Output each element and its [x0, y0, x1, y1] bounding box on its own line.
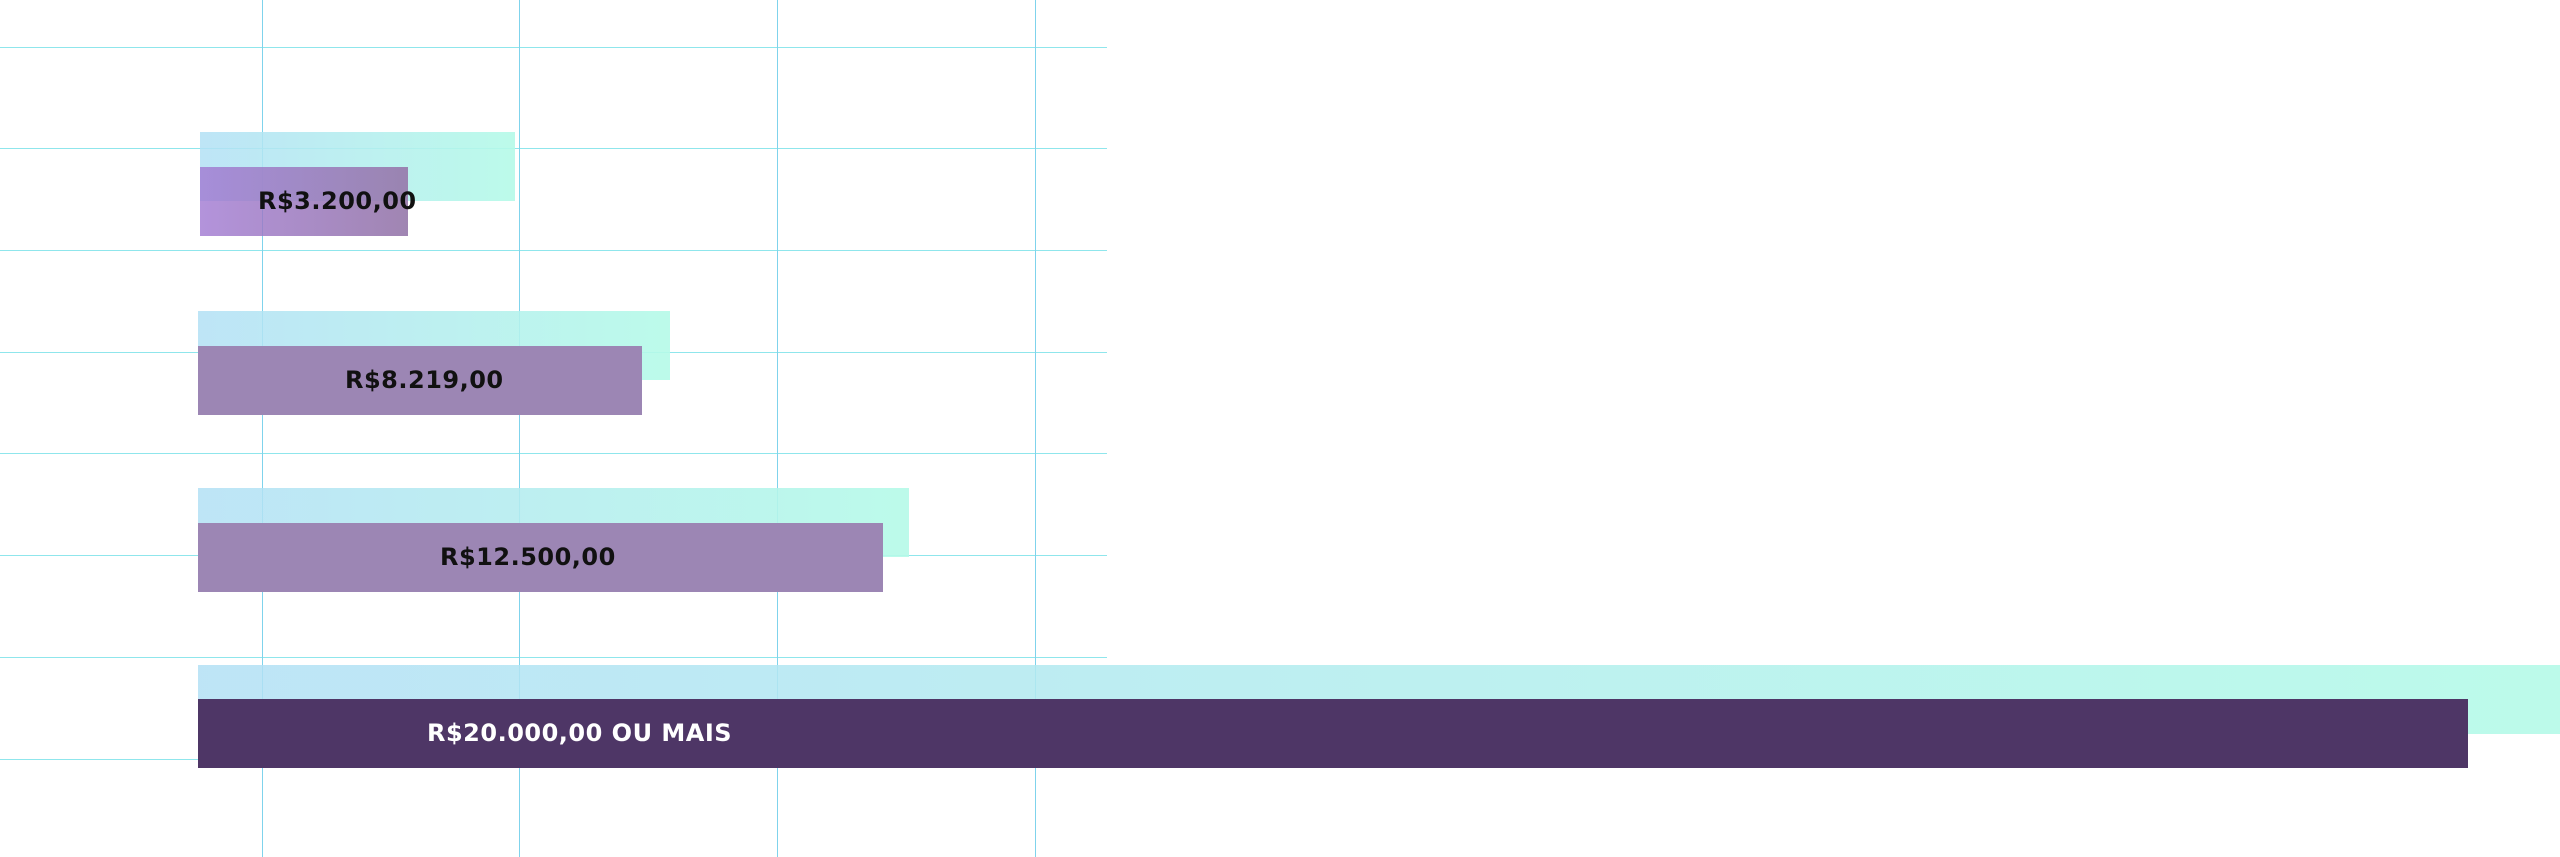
bar-label: R$3.200,00 — [258, 187, 417, 215]
gridline — [0, 250, 1107, 251]
gridline — [0, 47, 1107, 48]
bar-label: R$8.219,00 — [345, 366, 504, 394]
bar-label: R$20.000,00 OU MAIS — [427, 719, 733, 747]
gridline — [262, 0, 263, 857]
gridline — [0, 148, 1107, 149]
bar-2: R$8.219,00 — [198, 346, 642, 415]
bar-3: R$12.500,00 — [198, 523, 883, 592]
bar-label: R$12.500,00 — [440, 543, 616, 571]
gridline — [777, 0, 778, 857]
gridline — [0, 657, 1107, 658]
gridline — [519, 0, 520, 857]
bar-1: R$3.200,00 — [200, 167, 416, 236]
bar-4: R$20.000,00 OU MAIS — [198, 699, 2468, 768]
gridline — [0, 453, 1107, 454]
gridline — [1035, 0, 1036, 857]
